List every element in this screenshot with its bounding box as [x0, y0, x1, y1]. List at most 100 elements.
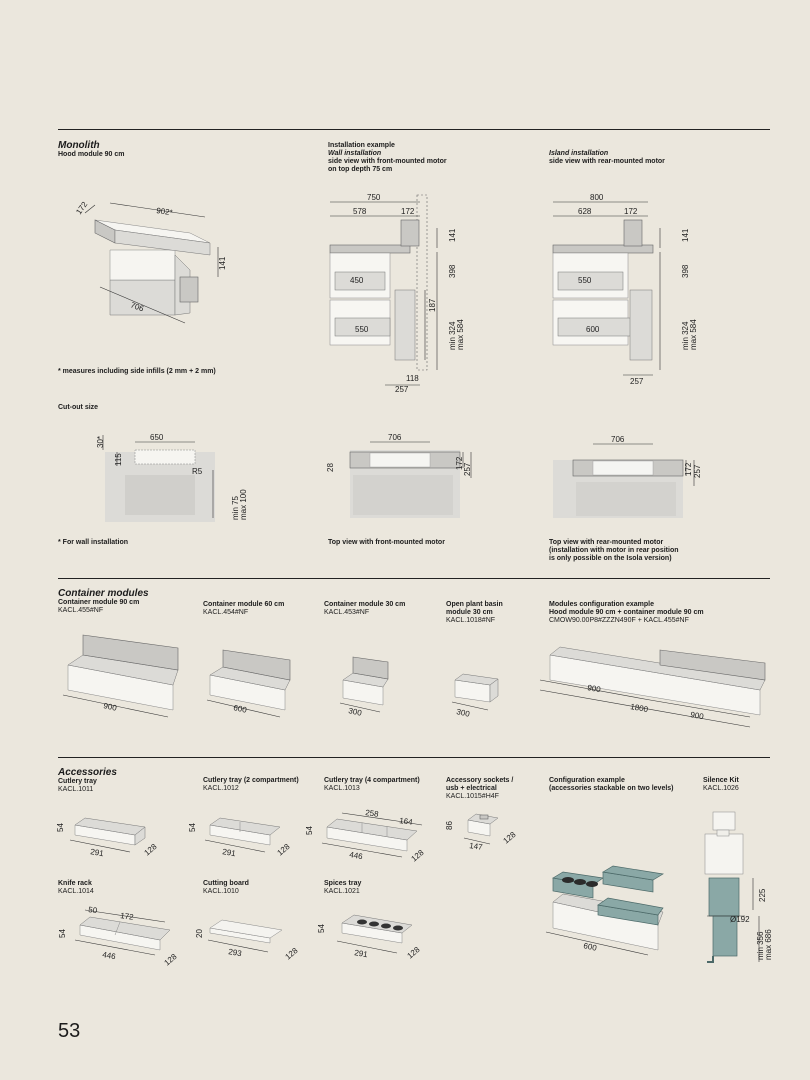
sockets-name1: Accessory sockets / — [446, 777, 514, 784]
island-h1-label: 141 — [681, 228, 690, 242]
section-title-accessories: Accessories — [58, 767, 117, 778]
cutout-offset-label: 30* — [96, 436, 105, 448]
cutlery-tray-drawing: 54 291 128 — [56, 817, 159, 858]
wall-a-label: 578 — [353, 207, 367, 216]
silence-kit-name: Silence Kit — [703, 777, 739, 784]
container-30-dim: 300 — [348, 706, 363, 718]
modules-config-name2: Hood module 90 cm + container module 90 … — [549, 609, 704, 616]
container-90-code: KACL.455#NF — [58, 607, 104, 614]
wall-h2-label: 398 — [448, 264, 457, 278]
sockets-d: 128 — [502, 830, 518, 846]
iso-length-label: 706 — [129, 300, 145, 313]
acc-config-drawing: 600 — [545, 865, 665, 956]
top-rear-caption-line2: (installation with motor in rear positio… — [549, 547, 679, 554]
wall-bottom1-label: 118 — [406, 374, 419, 383]
wall-b-label: 172 — [401, 207, 415, 216]
cutout-width-label: 650 — [150, 433, 164, 442]
cutlery-tray-4-name: Cutlery tray (4 compartment) — [324, 777, 420, 784]
cutlery-tray-2-w: 291 — [222, 847, 237, 858]
silence-kit-drawing: 225 Ø192 min 356 max 686 — [704, 811, 773, 963]
wall-caption-line4: on top depth 75 cm — [328, 166, 393, 173]
top-view-front: 706 28 172 257 — [326, 433, 472, 518]
cutout-label: Cut-out size — [58, 404, 99, 411]
top-front-d-label: 28 — [326, 463, 335, 472]
cutlery-tray-d: 128 — [143, 842, 159, 858]
iso-depth-label: 172 — [74, 200, 89, 217]
island-total-label: 800 — [590, 193, 604, 202]
container-60-caption: Container module 60 cm KACL.454#NF — [203, 601, 284, 617]
wall-min-label: min 324 — [448, 321, 457, 350]
sockets-caption: Accessory sockets / usb + electrical KAC… — [446, 777, 513, 801]
page-number: 53 — [58, 1020, 81, 1042]
cutlery-tray-4-drawing: 258 164 54 446 128 — [305, 808, 426, 864]
section-title-monolith: Monolith — [58, 140, 100, 151]
acc-config-caption: Configuration example (accessories stack… — [549, 777, 674, 793]
iso-width-label: 902* — [156, 206, 174, 217]
knife-rack-code: KACL.1014 — [58, 888, 94, 895]
container-90-dim: 900 — [103, 701, 118, 713]
island-b-label: 172 — [624, 207, 638, 216]
cutlery-tray-name: Cutlery tray — [58, 778, 97, 785]
plant-basin-code: KACL.1018#NF — [446, 617, 496, 624]
island-installation-caption: Island installation side view with rear-… — [549, 150, 665, 166]
silence-kit-min: min 356 — [756, 931, 765, 960]
cutting-board-w: 293 — [228, 947, 243, 958]
section-divider — [58, 757, 770, 758]
cutout-min-label: min 75 — [231, 495, 240, 520]
cutting-board-caption: Cutting board KACL.1010 — [203, 880, 249, 896]
island-d1-label: 550 — [578, 276, 592, 285]
container-30-caption: Container module 30 cm KACL.453#NF — [324, 601, 405, 617]
wall-total-label: 750 — [367, 193, 381, 202]
cutlery-tray-2-caption: Cutlery tray (2 compartment) KACL.1012 — [203, 777, 299, 793]
top-rear-caption: Top view with rear-mounted motor (instal… — [549, 539, 679, 563]
container-60-name: Container module 60 cm — [203, 601, 285, 608]
island-h2-label: 398 — [681, 264, 690, 278]
wall-caption-line2: Wall installation — [328, 150, 382, 157]
sockets-drawing: 86 147 128 — [445, 813, 518, 852]
top-view-rear: 706 172 257 — [553, 435, 702, 518]
top-rear-width-label: 706 — [611, 435, 625, 444]
cutlery-tray-4-caption: Cutlery tray (4 compartment) KACL.1013 — [324, 777, 420, 793]
cutlery-tray-2-code: KACL.1012 — [203, 785, 239, 792]
cutting-board-code: KACL.1010 — [203, 888, 239, 895]
container-90-drawing: 900 — [62, 634, 179, 718]
knife-rack-h: 54 — [58, 929, 67, 938]
sockets-h: 86 — [445, 821, 454, 830]
cutlery-tray-2-d: 128 — [276, 842, 292, 858]
top-rear-caption-line3: is only possible on the Isola version) — [549, 555, 672, 562]
wall-caption-line1: Installation example — [328, 142, 395, 149]
monolith-subtitle: Hood module 90 cm — [58, 151, 125, 158]
silence-kit-h: 225 — [758, 888, 767, 902]
wall-max-label: max 584 — [456, 319, 465, 350]
cutlery-tray-4-w: 446 — [349, 850, 364, 861]
knife-rack-d: 128 — [163, 952, 179, 968]
cutting-board-drawing: 20 293 128 — [195, 919, 300, 962]
spices-tray-code: KACL.1021 — [324, 888, 360, 895]
spices-tray-caption: Spices tray KACL.1021 — [324, 880, 361, 896]
config-dim-1: 900 — [587, 683, 602, 694]
cutlery-tray-4-d: 128 — [410, 848, 426, 864]
cutout-max-label: max 100 — [239, 489, 248, 520]
container-60-drawing: 600 — [206, 649, 291, 718]
top-rear-a-label: 172 — [684, 462, 693, 476]
island-bottom-label: 257 — [630, 377, 644, 386]
cutlery-tray-4-b: 164 — [399, 816, 414, 827]
knife-rack-caption: Knife rack KACL.1014 — [58, 880, 94, 896]
wall-h3-label: 187 — [428, 298, 437, 312]
plant-basin-name2: module 30 cm — [446, 609, 493, 616]
top-front-b-label: 257 — [463, 462, 472, 476]
cutting-board-d: 128 — [284, 946, 300, 962]
config-dim-3: 900 — [690, 710, 705, 721]
spices-tray-name: Spices tray — [324, 880, 362, 887]
top-rear-b-label: 257 — [693, 464, 702, 478]
sockets-code: KACL.1015#H4F — [446, 793, 499, 800]
section-divider — [58, 129, 770, 130]
cutout-drawing: 650 30* 115 R5 min 75 max 100 — [96, 433, 248, 522]
silence-kit-caption: Silence Kit KACL.1026 — [703, 777, 739, 793]
cutlery-tray-4-a: 258 — [365, 808, 380, 819]
wall-bottom2-label: 257 — [395, 385, 409, 394]
spices-tray-w: 291 — [354, 948, 369, 959]
island-caption-line1: Island installation — [549, 150, 609, 157]
cutlery-tray-2-drawing: 54 291 128 — [188, 817, 292, 858]
cutlery-tray-code: KACL.1011 — [58, 786, 94, 793]
